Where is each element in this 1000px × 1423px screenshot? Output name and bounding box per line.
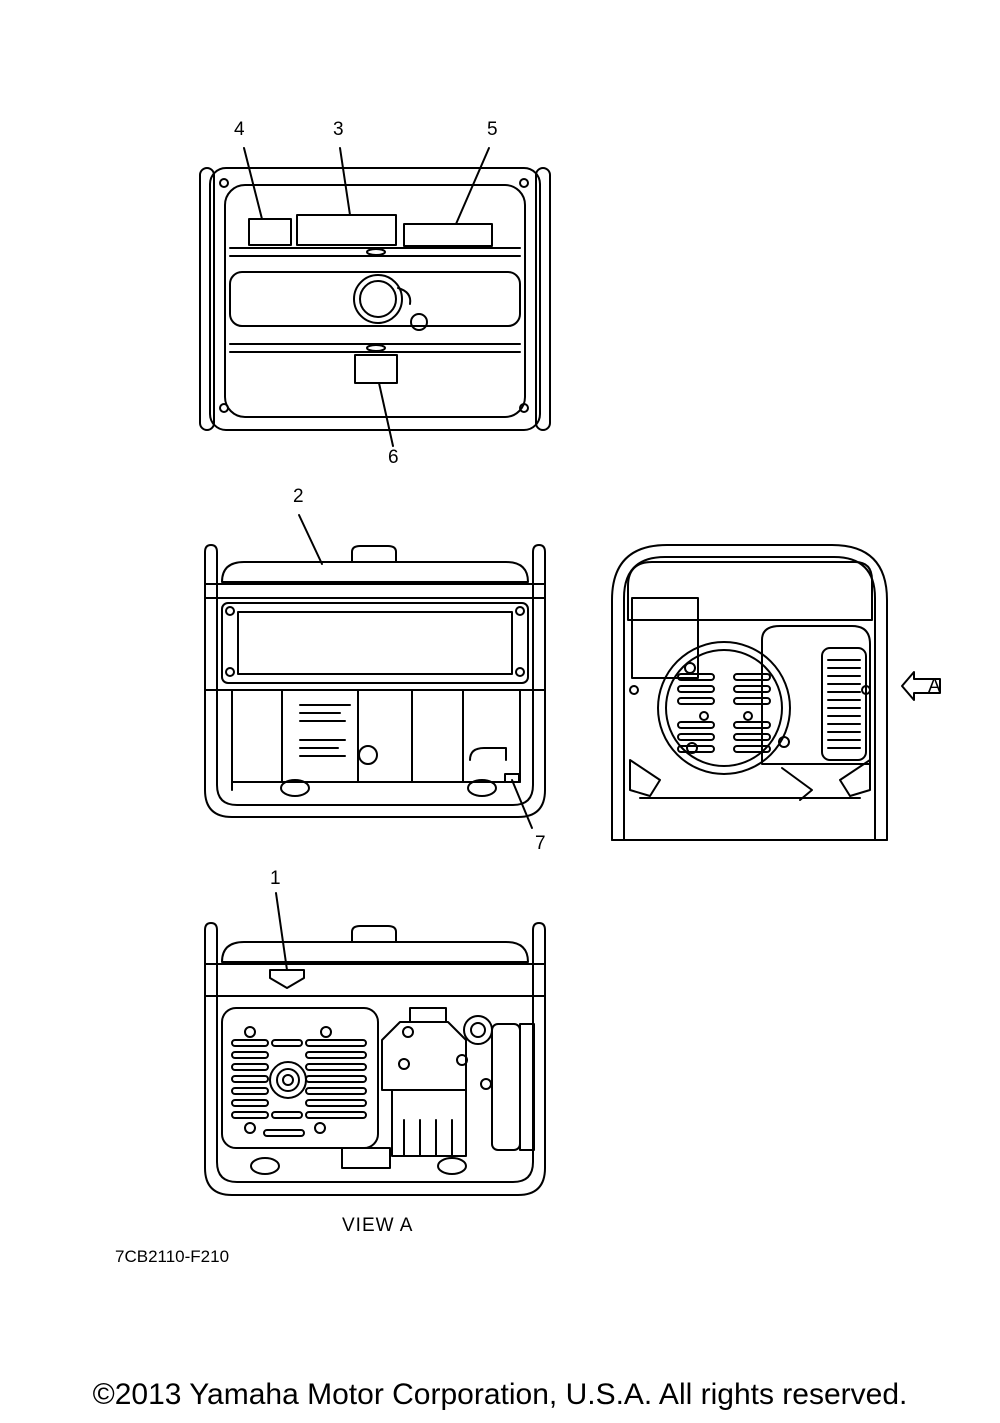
generator-side-view [611,544,941,841]
leader-3 [339,147,351,216]
view-a-caption: VIEW A [342,1215,414,1236]
view-a-foot-left [250,1157,280,1175]
generator-front-view [204,514,546,829]
callout-6: 6 [388,447,399,468]
generator-view-a [204,892,546,1196]
label-6-box [354,354,398,384]
callout-7: 7 [535,833,546,854]
label-1-mark [269,969,305,989]
leader-6 [378,382,394,447]
leader-7 [511,779,533,829]
callout-5: 5 [487,119,498,140]
callout-1: 1 [270,868,281,889]
view-arrow-label: A [928,676,941,697]
view-a-foot-right [437,1157,467,1175]
front-foot-left [280,779,310,797]
label-5-box [403,223,493,247]
label-4-box [248,218,292,246]
callout-3: 3 [333,119,344,140]
fuel-gauge [410,313,428,331]
recoil-starter-cover [657,641,791,775]
leader-2 [298,514,323,565]
leader-1 [275,892,288,971]
callout-4: 4 [234,119,245,140]
muffler-cover [221,1007,379,1149]
front-foot-right [467,779,497,797]
generator-top-view [199,147,551,447]
fuel-cap [353,274,403,324]
leader-4 [243,147,263,220]
label-3-box [296,214,397,246]
copyright-notice: ©2013 Yamaha Motor Corporation, U.S.A. A… [92,1378,908,1411]
leader-5 [455,147,490,225]
callout-2: 2 [293,486,304,507]
view-a-arrow [901,671,941,701]
figure-code: 7CB2110-F210 [115,1247,230,1266]
